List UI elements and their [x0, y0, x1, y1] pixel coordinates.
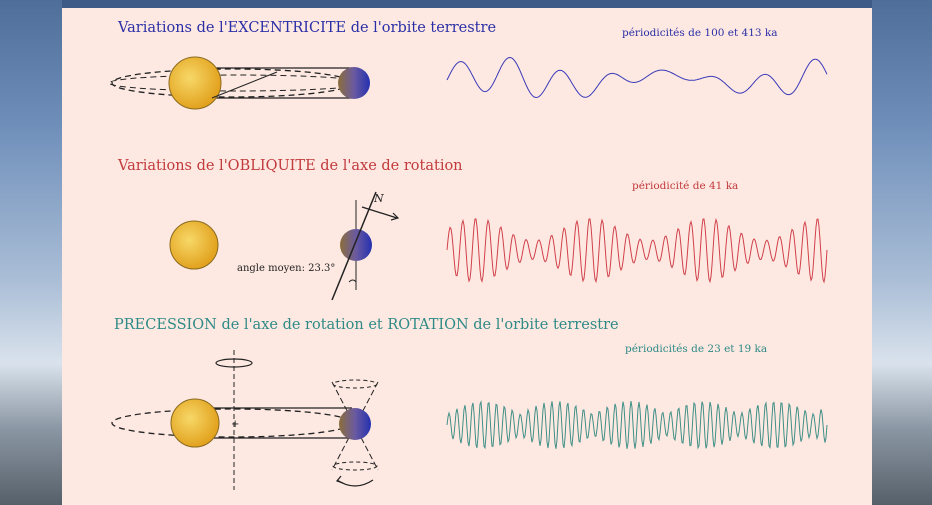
sun-icon	[168, 56, 222, 110]
obliquity-title: Variations de l'OBLIQUITE de l'axe de ro…	[118, 158, 463, 174]
orbit-inner	[108, 74, 366, 92]
obliquity-angle-arc	[348, 279, 357, 283]
title-strip	[62, 0, 872, 8]
excentricity-curve	[446, 56, 828, 99]
earth-icon	[339, 408, 371, 440]
mean-angle-label: angle moyen: 23.3°	[237, 263, 336, 274]
rotation-arrowhead	[390, 212, 400, 221]
precession-curve	[446, 400, 828, 450]
precession-periodicity: périodicités de 23 et 19 ka	[625, 343, 768, 355]
excentricity-periodicity: périodicités de 100 et 413 ka	[622, 27, 778, 39]
axis-north-label: N	[373, 192, 384, 205]
rotation-arrow	[361, 206, 398, 219]
cross-mark: +	[231, 419, 239, 430]
precession-top-ellipse	[332, 379, 378, 389]
precession-arrowhead	[335, 475, 344, 484]
obliquity-diagram: N	[169, 191, 400, 301]
excentricity-title: Variations de l'EXCENTRICITE de l'orbite…	[118, 20, 497, 36]
earth-icon	[340, 229, 372, 261]
diagram-panel: N + Variations de l'EXCENTRICITE de l'or…	[62, 0, 872, 505]
sun-icon	[169, 220, 219, 270]
obliquity-curve	[446, 217, 828, 284]
precession-bottom-ellipse	[332, 461, 378, 471]
excentricity-orbit-diagram	[108, 56, 370, 110]
rotation-axis	[331, 191, 377, 301]
obliquity-periodicity: périodicité de 41 ka	[632, 180, 739, 192]
diagram-svg: N +	[108, 56, 828, 490]
orbit-rotation-arrow	[215, 358, 253, 368]
radius-line	[211, 71, 278, 99]
precession-diagram: +	[111, 350, 379, 490]
precession-title: PRECESSION de l'axe de rotation et ROTAT…	[114, 317, 619, 333]
orbit-outer	[111, 68, 353, 98]
sun-icon	[170, 398, 220, 448]
earth-icon	[338, 67, 370, 99]
